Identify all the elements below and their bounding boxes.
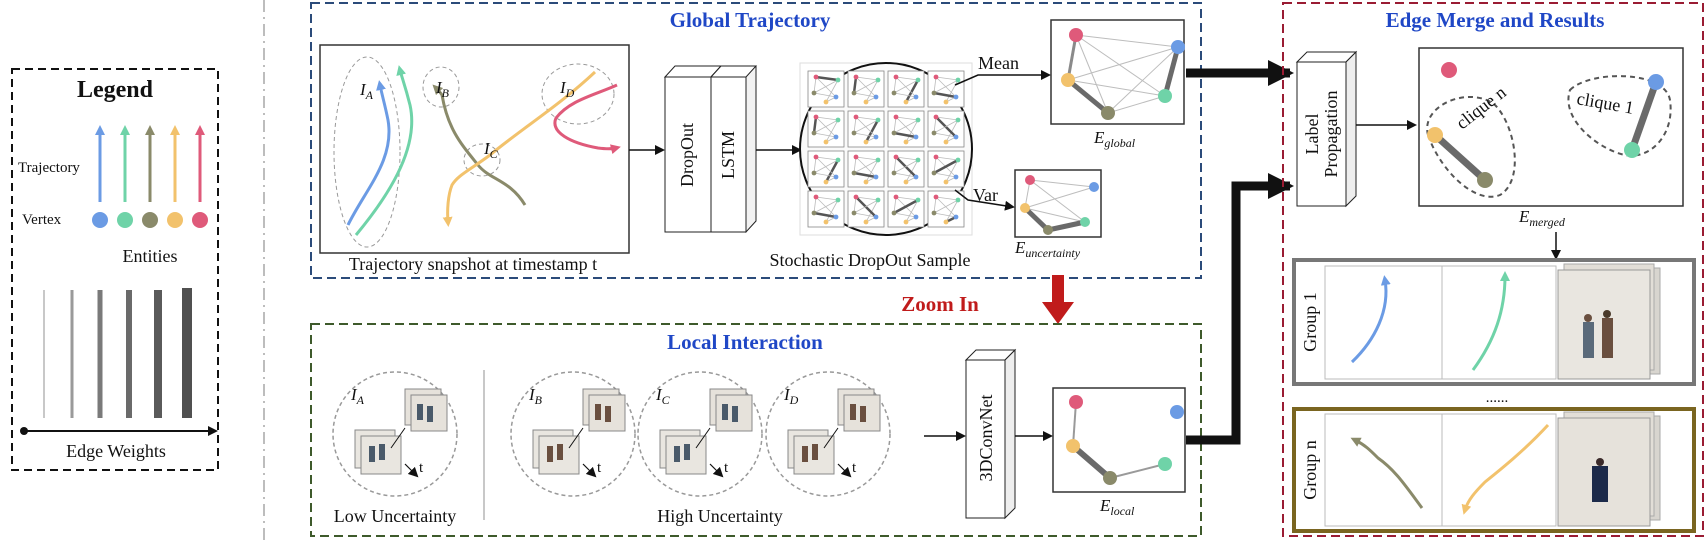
legend-panel: Legend Trajectory Vertex Entities: [11, 68, 219, 471]
e-global-label: Eglobal: [1093, 128, 1136, 150]
legend-title: Legend: [77, 77, 154, 103]
dropout-label: DropOut: [677, 123, 697, 187]
sample-mini-graph: [847, 150, 885, 188]
sample-mini-graph: [807, 70, 845, 108]
sample-mini-graph: [887, 150, 925, 188]
local-interaction-circle: t IA: [332, 371, 458, 497]
sample-mini-graph: [847, 190, 885, 228]
sample-mini-graph: [887, 190, 925, 228]
local-interaction-circle: t ID: [765, 371, 891, 497]
3dconvnet-label: 3DConvNet: [976, 395, 996, 482]
edge-merge-panel: Edge Merge and Results Label Propagation…: [1282, 2, 1704, 537]
zoom-in-label: Zoom In: [901, 292, 979, 316]
vertex-olive: [142, 212, 158, 228]
time-label: t: [597, 460, 602, 476]
snapshot-label-ID: ID: [559, 78, 575, 100]
connector-local-to-merge: [1186, 173, 1294, 445]
high-uncertainty-label: High Uncertainty: [657, 506, 782, 526]
trajectory-curves: [333, 56, 621, 248]
zoom-in-indicator: Zoom In: [901, 275, 1074, 324]
lstm-box: [710, 76, 747, 233]
e-local-label: Elocal: [1099, 496, 1135, 518]
time-label: t: [724, 460, 729, 476]
snapshot-label-IB: IB: [435, 78, 450, 100]
e-global-graph: [1050, 19, 1185, 125]
dropout-box: [664, 76, 712, 233]
time-label: t: [419, 460, 424, 476]
group-n-row: Group n: [1292, 407, 1696, 533]
sample-mini-graph: [927, 150, 965, 188]
lstm-label: LSTM: [718, 131, 738, 179]
arrow-var: [954, 189, 1015, 211]
sample-mini-graph: [807, 110, 845, 148]
label-propagation-block: Label Propagation: [1295, 50, 1358, 208]
legend-trajectory-arrows: [95, 125, 205, 202]
sample-mini-graph: [807, 190, 845, 228]
3dconvnet-block: 3DConvNet: [964, 348, 1017, 520]
e-local-graph: [1052, 387, 1186, 493]
edge-merge-title: Edge Merge and Results: [1386, 8, 1605, 32]
snapshot-label-IA: IA: [359, 80, 374, 102]
local-interaction-circle: t IB: [510, 371, 636, 497]
legend-edge-weights-label: Edge Weights: [66, 441, 166, 461]
group-1-label: Group 1: [1300, 292, 1320, 352]
dropout-lstm-block: DropOut LSTM: [663, 65, 758, 234]
vertex-blue: [92, 212, 108, 228]
legend-trajectory-label: Trajectory: [18, 160, 80, 176]
mean-label: Mean: [978, 53, 1019, 73]
group-1-row: Group 1: [1292, 258, 1696, 386]
sample-mini-graph: [887, 70, 925, 108]
sample-mini-graph: [927, 190, 965, 228]
e-merged-graph: clique n clique 1: [1418, 47, 1684, 207]
legend-vertex-label: Vertex: [22, 212, 62, 228]
global-trajectory-title: Global Trajectory: [670, 8, 831, 32]
local-interaction-panel: Local Interaction t IA t IB t IC t ID Low Uncer…: [310, 323, 1202, 537]
sample-caption: Stochastic DropOut Sample: [770, 250, 971, 270]
legend-edge-weight-bars: [43, 288, 192, 418]
local-label-ic: IC: [655, 385, 671, 407]
e-merged-label: Emerged: [1518, 207, 1566, 229]
e-uncertainty-graph: [1014, 169, 1102, 238]
label-propagation-line2: Propagation: [1321, 91, 1341, 178]
local-label-ib: IB: [528, 385, 543, 407]
vertex-yellow: [167, 212, 183, 228]
sample-mini-graph: [847, 70, 885, 108]
vertex-pink: [192, 212, 208, 228]
stochastic-dropout-sample: [799, 62, 973, 236]
group-ellipsis: ......: [1486, 390, 1509, 406]
time-label: t: [852, 460, 857, 476]
arrow-mean: [954, 70, 1051, 86]
var-label: Var: [973, 185, 998, 205]
local-interaction-title: Local Interaction: [667, 330, 823, 354]
sample-mini-graph: [927, 70, 965, 108]
sample-mini-graph: [887, 110, 925, 148]
legend-vertices: [92, 212, 208, 228]
snapshot-label-IC: IC: [483, 139, 499, 161]
global-trajectory-panel: Global Trajectory IA IB IC ID Trajectory…: [310, 2, 1202, 279]
local-label-ia: IA: [350, 385, 365, 407]
sample-mini-graph: [847, 110, 885, 148]
legend-entities-label: Entities: [123, 246, 178, 266]
vertex-green: [117, 212, 133, 228]
group-n-label: Group n: [1300, 440, 1320, 500]
sample-mini-graph: [927, 110, 965, 148]
low-uncertainty-label: Low Uncertainty: [334, 506, 456, 526]
local-label-id: ID: [783, 385, 799, 407]
snapshot-caption: Trajectory snapshot at timestamp t: [349, 254, 597, 274]
e-uncertainty-label: Euncertainty: [1014, 238, 1081, 260]
sample-mini-graph: [807, 150, 845, 188]
trajectory-snapshot: [319, 44, 630, 254]
label-propagation-line1: Label: [1302, 114, 1322, 155]
local-interaction-circle: t IC: [637, 371, 763, 497]
